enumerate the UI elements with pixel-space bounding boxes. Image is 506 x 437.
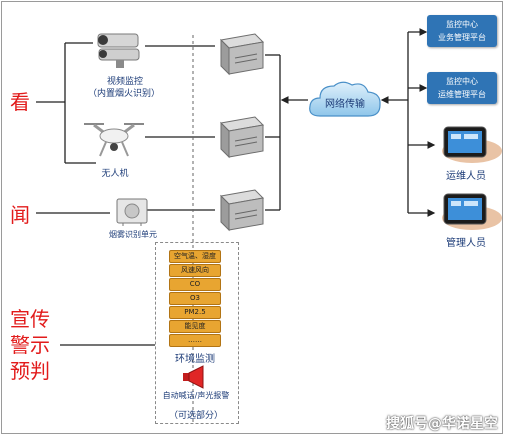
- optional-label: （可选部分）: [168, 411, 223, 421]
- env-item: 能见度: [169, 320, 221, 333]
- label-hear: 闻: [10, 203, 30, 227]
- platform-line1: 监控中心: [446, 77, 478, 86]
- env-item: 空气温、湿度: [169, 250, 221, 263]
- siren-icon: [183, 365, 204, 389]
- video-camera-icon: [97, 33, 140, 68]
- switch-icon: [219, 116, 265, 159]
- smoke-label: 烟雾识别单元: [109, 230, 157, 239]
- platform-business: 监控中心 业务管理平台: [427, 15, 497, 47]
- platform-ops: 监控中心 运维管理平台: [427, 72, 497, 104]
- drone-label: 无人机: [101, 169, 129, 179]
- label-see: 看: [10, 90, 30, 114]
- ops-staff-label: 运维人员: [446, 171, 486, 182]
- label-warn-3: 预判: [10, 359, 50, 383]
- switch-icon: [219, 33, 265, 76]
- platform-line2: 业务管理平台: [438, 33, 486, 42]
- smartphone-hand-icon: [442, 126, 502, 163]
- label-warn-1: 宣传: [10, 307, 50, 331]
- video-title: 视频监控: [106, 77, 143, 87]
- cloud-icon: [309, 81, 381, 117]
- env-item: ……: [169, 334, 221, 347]
- manager-label: 管理人员: [446, 238, 486, 249]
- alarm-label: 自动喊话/声光报警: [162, 391, 230, 400]
- env-title: 环境监测: [175, 354, 215, 365]
- label-warn-2: 警示: [10, 333, 50, 357]
- watermark: 搜狐号@华诺星空: [386, 416, 498, 432]
- smartphone-hand-icon: [442, 193, 502, 230]
- switch-icon: [219, 189, 265, 232]
- env-item: 风速风向: [169, 264, 221, 277]
- env-item: O3: [169, 292, 221, 305]
- video-subtitle: （内置烟火识别）: [87, 89, 160, 99]
- platform-line1: 监控中心: [446, 20, 478, 29]
- network-label: 网络传输: [325, 99, 365, 110]
- env-item: PM2.5: [169, 306, 221, 319]
- env-item: CO: [169, 278, 221, 291]
- drone-icon: [84, 123, 144, 157]
- env-monitor-box: [155, 242, 239, 424]
- smoke-detector-icon: [116, 198, 148, 226]
- platform-line2: 运维管理平台: [438, 90, 486, 99]
